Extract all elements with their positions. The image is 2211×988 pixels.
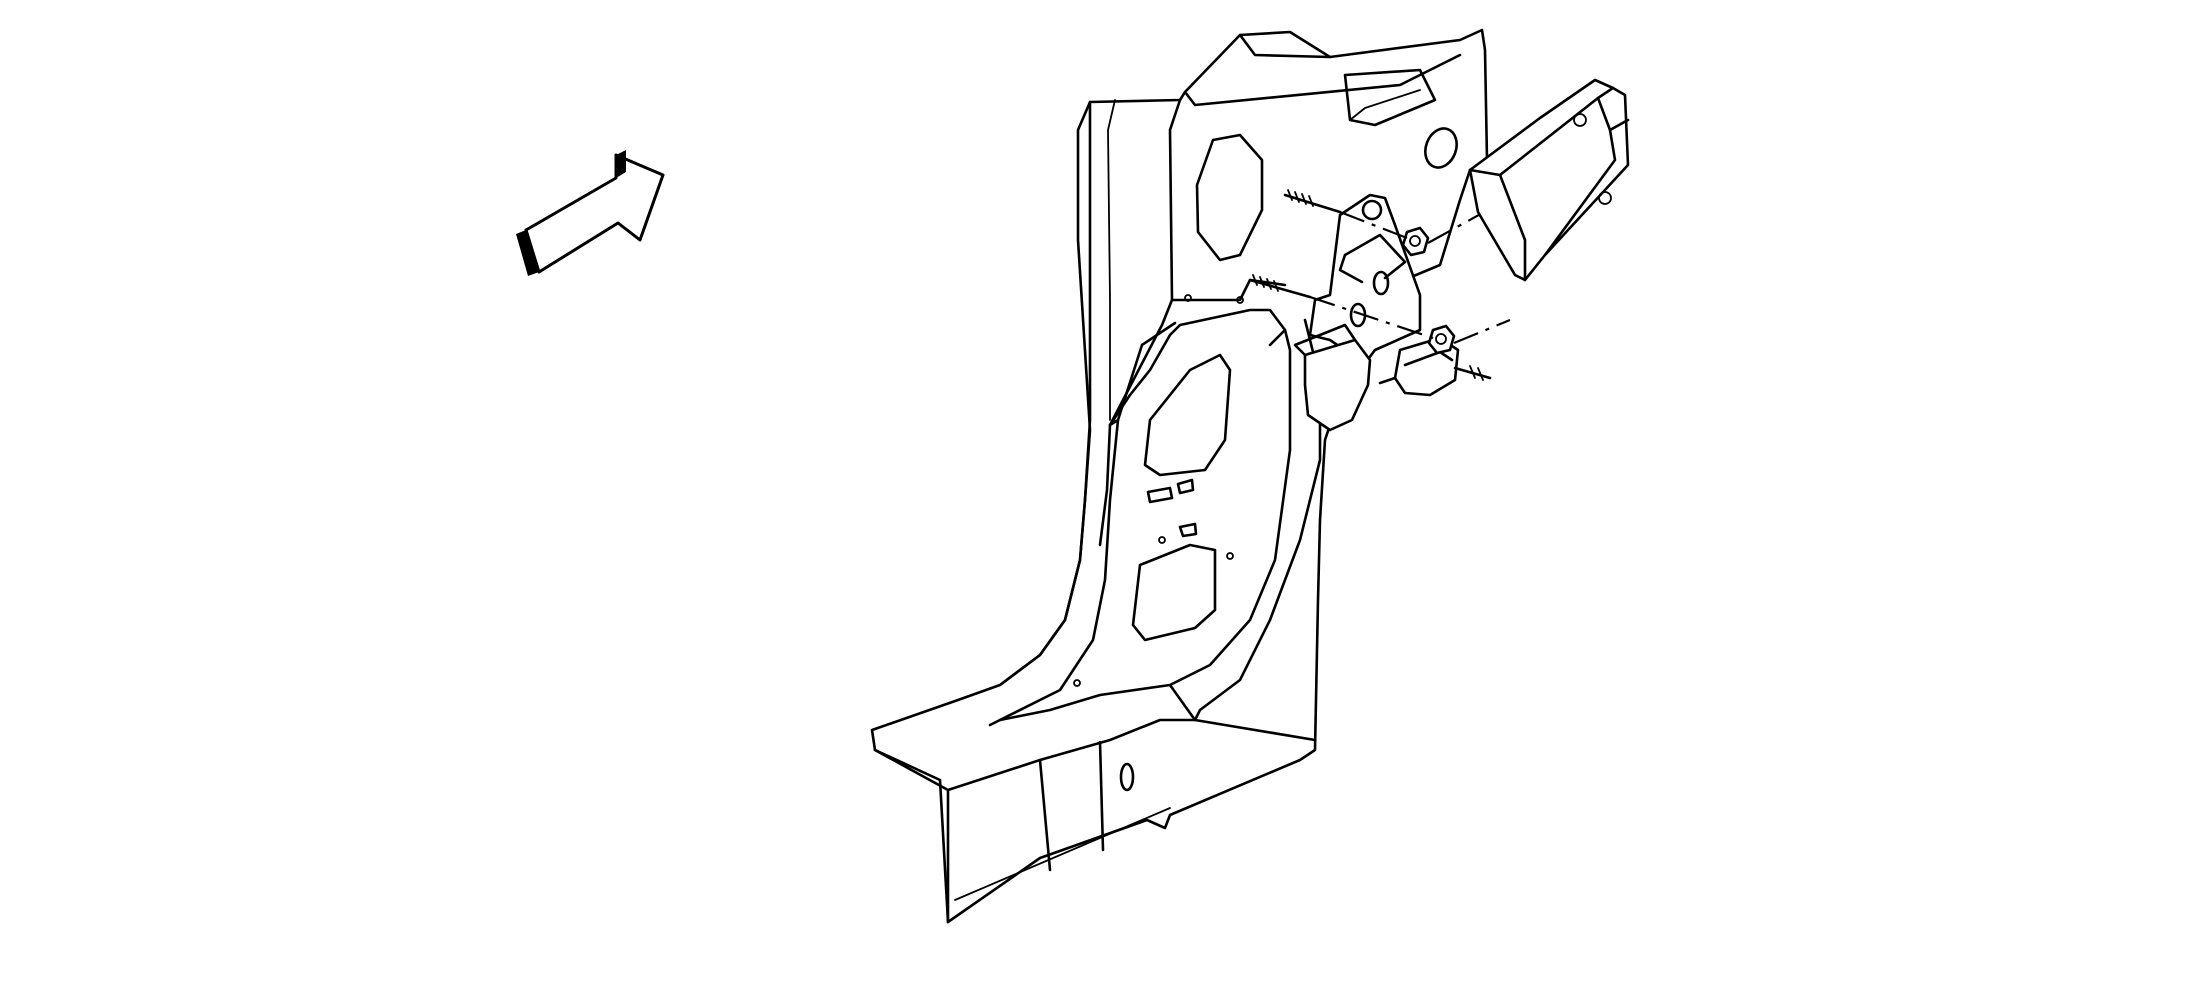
nut-upper — [1401, 226, 1430, 257]
stud-right — [1453, 365, 1492, 381]
pillar-panel — [870, 28, 1489, 924]
stud-upper — [1283, 189, 1342, 214]
module-bracket — [1293, 193, 1460, 432]
stud-lower — [1248, 274, 1312, 299]
control-module — [1468, 78, 1630, 282]
nut-lower — [1427, 324, 1456, 355]
view-direction-arrow-icon — [516, 150, 665, 276]
